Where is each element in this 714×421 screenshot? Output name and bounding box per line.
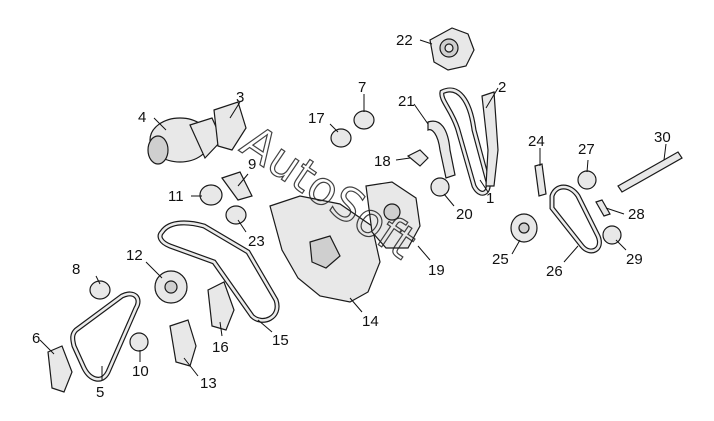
part-5-belt: [70, 291, 141, 382]
part-2-guide-rail: [481, 91, 499, 187]
part-19-oil-pump: [365, 181, 421, 249]
part-26-belt: [549, 184, 602, 254]
part-7-roller: [353, 110, 375, 130]
part-15-belt: [157, 220, 280, 323]
callout-12: 12: [126, 247, 143, 264]
callout-8: 8: [72, 261, 80, 278]
callouts: 1 2 3 4 5 6 7 8 9 10 11 12 13 14 15 16 1…: [32, 32, 671, 401]
callout-25: 25: [492, 251, 509, 268]
callout-30: 30: [654, 129, 671, 146]
part-9-tensioner: [221, 171, 253, 201]
part-13-bracket: [169, 319, 197, 367]
part-3-bracket: [213, 101, 247, 151]
callout-5: 5: [96, 384, 104, 401]
callout-21: 21: [398, 93, 415, 110]
part-23-roller: [225, 205, 247, 225]
callout-19: 19: [428, 262, 445, 279]
part-18-fitting: [406, 149, 429, 167]
callout-17: 17: [308, 110, 325, 127]
callout-22: 22: [396, 32, 413, 49]
callout-1: 1: [486, 190, 494, 207]
callout-24: 24: [528, 133, 545, 150]
callout-16: 16: [212, 339, 229, 356]
part-17-roller: [330, 128, 352, 148]
part-12-pulley: [154, 270, 188, 304]
part-27-roller: [577, 170, 597, 190]
part-25-pulley: [510, 213, 538, 243]
callout-23: 23: [248, 233, 265, 250]
callout-7: 7: [358, 79, 366, 96]
callout-6: 6: [32, 330, 40, 347]
part-14-timing-cover: [269, 195, 381, 303]
callout-13: 13: [200, 375, 217, 392]
part-29-roller: [602, 225, 622, 245]
part-24-guide: [534, 163, 547, 197]
callout-29: 29: [626, 251, 643, 268]
callout-27: 27: [578, 141, 595, 158]
callout-3: 3: [236, 89, 244, 106]
part-20-roller: [430, 177, 450, 197]
part-28-pin: [595, 199, 611, 217]
part-11-roller: [199, 184, 223, 206]
part-4-alternator: [147, 117, 223, 165]
callout-10: 10: [132, 363, 149, 380]
callout-4: 4: [138, 109, 146, 126]
part-21-guide: [427, 120, 456, 179]
part-10-roller: [129, 332, 149, 352]
callout-2: 2: [498, 79, 506, 96]
callout-18: 18: [374, 153, 391, 170]
callout-14: 14: [362, 313, 379, 330]
part-30-shaft: [617, 151, 683, 193]
callout-20: 20: [456, 206, 473, 223]
callout-11: 11: [168, 188, 184, 205]
part-22-water-pump: [429, 27, 475, 71]
leader-lines: [39, 39, 667, 380]
part-16-tensioner: [207, 281, 235, 331]
part-1-timing-chain: [439, 87, 491, 196]
part-6-bracket: [47, 345, 73, 393]
callout-9: 9: [248, 156, 256, 173]
part-8-roller: [89, 280, 111, 300]
callout-26: 26: [546, 263, 563, 280]
callout-15: 15: [272, 332, 289, 349]
callout-28: 28: [628, 206, 645, 223]
